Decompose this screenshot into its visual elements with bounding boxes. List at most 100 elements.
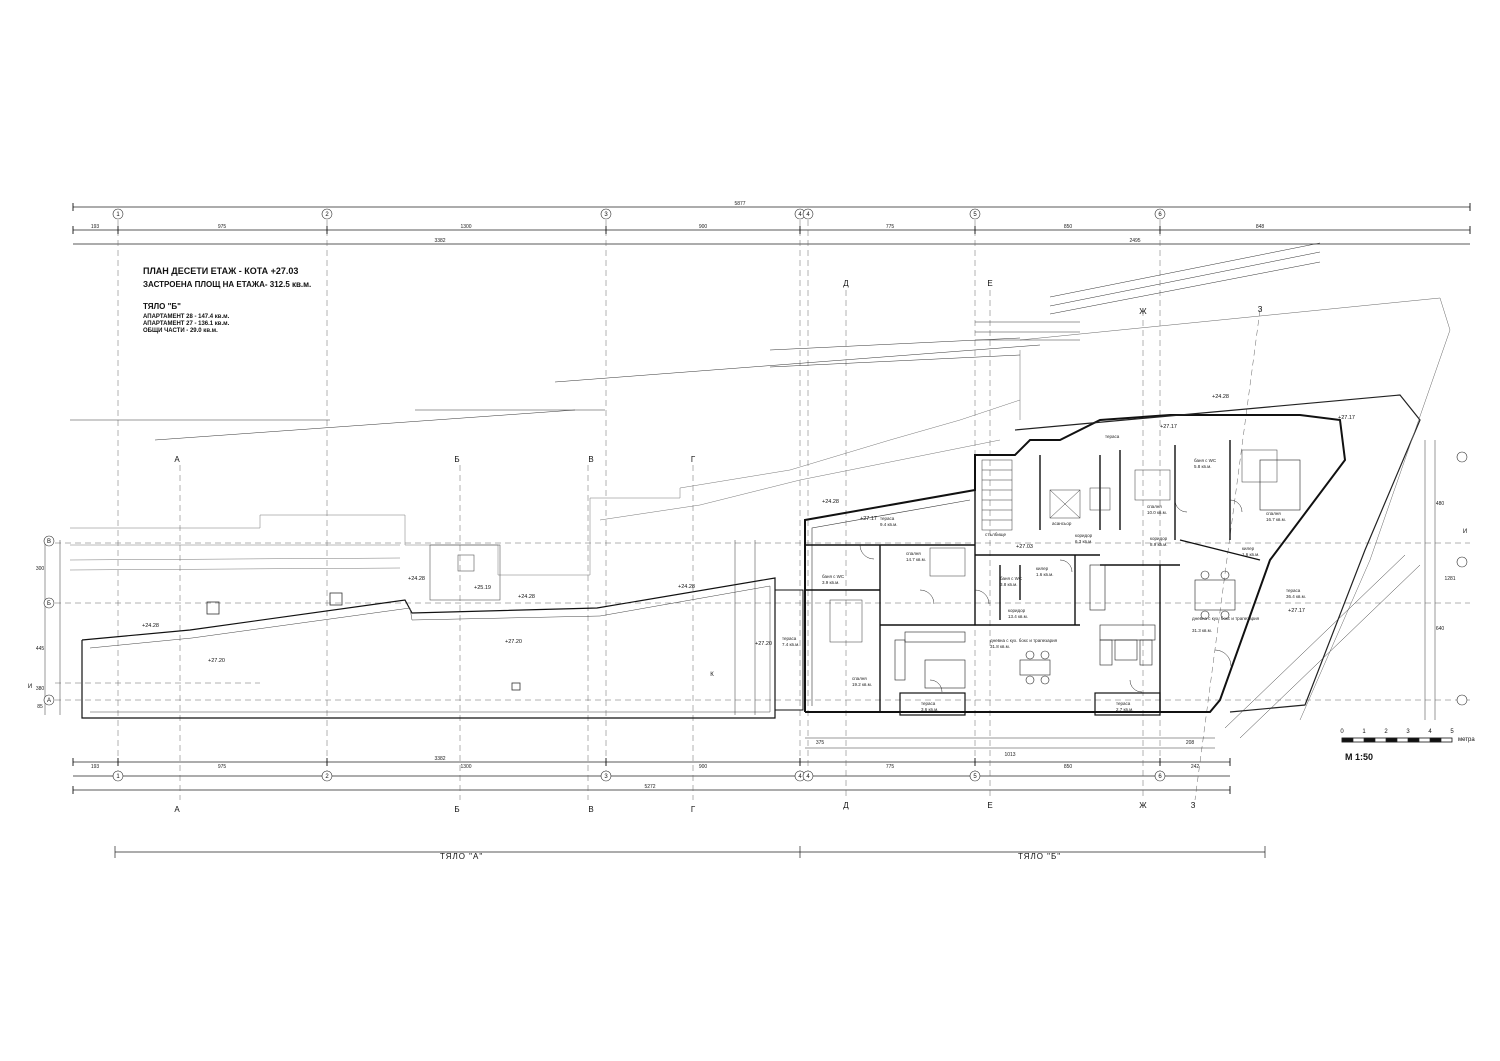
- room-name: тераса: [921, 701, 936, 706]
- body-a-label: ТЯЛО "А": [440, 852, 484, 861]
- room-name: тераса: [1105, 434, 1120, 439]
- roof-structure: [429, 544, 501, 601]
- room-area: 5.8 кв.м.: [1194, 464, 1211, 469]
- level-marker: +24.28: [678, 584, 695, 590]
- axis-row-v-label: В: [47, 539, 51, 545]
- room-area: 14.7 кв.м.: [906, 557, 926, 562]
- dim-overall-bottom: 5272: [644, 784, 655, 790]
- plan-title: ПЛАН ДЕСЕТИ ЕТАЖ - КОТА +27.03: [143, 266, 299, 276]
- axis-2-label: 2: [325, 212, 329, 218]
- dim-bottom-total: 3382: [434, 756, 445, 762]
- axis-v-label-bottom: В: [588, 805, 593, 814]
- dim-bottom-seg: 242: [1191, 764, 1200, 770]
- room-area: 7.4 кв.м.: [782, 642, 799, 647]
- dim-overall-top: 5877: [734, 201, 745, 207]
- axis-z-label-bottom: З: [1191, 801, 1196, 810]
- scale-tick: 1: [1362, 729, 1366, 735]
- dim-right: 1281: [1444, 576, 1455, 582]
- axis-d-label: Д: [843, 279, 849, 288]
- dim-right: 480: [1436, 501, 1445, 507]
- level-marker: +27.17: [1160, 424, 1177, 430]
- dim-top-total-a: 3382: [434, 238, 445, 244]
- room-name: дневна с кух. бокс и трапезария: [1192, 616, 1260, 621]
- dim-bottom-seg: 193: [91, 764, 100, 770]
- elevator-shaft: [1049, 489, 1081, 519]
- dim-top-seg: 975: [218, 224, 227, 230]
- dim-top-seg: 848: [1256, 224, 1265, 230]
- area-summary: АПАРТАМЕНТ 28 - 147.4 кв.м. АПАРТАМЕНТ 2…: [143, 314, 229, 335]
- axis-row-b-label: Б: [47, 601, 51, 607]
- balcony-2: [1094, 692, 1161, 716]
- apartment-28-area: АПАРТАМЕНТ 28 - 147.4 кв.м.: [143, 314, 230, 320]
- room-area: 2.7 кв.м.: [1116, 707, 1133, 712]
- room-name: баня с WC: [1194, 458, 1217, 463]
- room-name: коридор: [1150, 536, 1168, 541]
- axis-6-label: 6: [1158, 212, 1162, 218]
- room-area: 3.6 кв.м.: [921, 707, 938, 712]
- room-name: коридор: [1075, 533, 1093, 538]
- section-i-label: И: [28, 684, 32, 690]
- section-k-label: К: [710, 672, 714, 678]
- axis-3-label-bottom: 3: [604, 774, 608, 780]
- dim-bottom-seg: 1300: [460, 764, 471, 770]
- room-name: стълбище: [985, 532, 1006, 537]
- axis-row-a-label: А: [47, 698, 51, 704]
- outer-terrace-outline: [1014, 394, 1421, 713]
- room-name: тераса: [1286, 588, 1301, 593]
- room-area: 8.9 кв.м.: [1150, 542, 1167, 547]
- dim-inner: 208: [1186, 740, 1195, 746]
- dim-bottom-seg: 900: [699, 764, 708, 770]
- scale-tick: 3: [1406, 729, 1410, 735]
- axis-4a-label-bottom: 4: [798, 774, 802, 780]
- room-name: тераса: [880, 516, 895, 521]
- dim-left: 300: [36, 566, 45, 572]
- dim-top-seg: 1300: [460, 224, 471, 230]
- section-i-label-right: И: [1463, 529, 1467, 535]
- level-marker: +24.28: [822, 499, 839, 505]
- apartment-27-area: АПАРТАМЕНТ 27 - 136.1 кв.м.: [143, 321, 230, 327]
- axis-g-label: Г: [691, 455, 696, 464]
- axis-2-label-bottom: 2: [325, 774, 329, 780]
- dim-left: 445: [36, 646, 45, 652]
- room-area: 1.6 кв.м.: [1036, 572, 1053, 577]
- room-area: 13.4 кв.м.: [1008, 614, 1028, 619]
- scale-tick: 0: [1340, 729, 1344, 735]
- dim-left: 85: [37, 704, 43, 710]
- dim-top-seg: 850: [1064, 224, 1073, 230]
- axis-g-label-bottom: Г: [691, 805, 696, 814]
- room-name: баня с WC: [1000, 576, 1023, 581]
- scale-unit: метра: [1458, 737, 1475, 743]
- roof-vent-2: [329, 592, 343, 606]
- axis-zh-label-bottom: Ж: [1139, 801, 1147, 810]
- dim-inner: 375: [816, 740, 825, 746]
- level-marker: +27.17: [860, 516, 877, 522]
- common-parts-area: ОБЩИ ЧАСТИ - 29.0 кв.м.: [143, 328, 218, 334]
- axis-z-label: З: [1258, 305, 1263, 314]
- dim-right: 640: [1436, 626, 1445, 632]
- axis-v-label: В: [588, 455, 593, 464]
- roof-vent-1: [206, 601, 220, 615]
- axis-zh-label: Ж: [1139, 307, 1147, 316]
- level-marker: +24.28: [408, 576, 425, 582]
- room-area: 10.0 кв.м.: [1147, 510, 1167, 515]
- dim-inner: 1013: [1004, 752, 1015, 758]
- level-marker: +27.03: [1016, 544, 1033, 550]
- room-area: 3.9 кв.м.: [822, 580, 839, 585]
- room-name: тераса: [1116, 701, 1131, 706]
- room-area: 36.4 кв.м.: [1286, 594, 1306, 599]
- dim-bottom-seg: 775: [886, 764, 895, 770]
- scale-bar: [1341, 737, 1453, 743]
- axis-5-label-bottom: 5: [973, 774, 977, 780]
- room-area: 16.7 кв.м.: [1266, 517, 1286, 522]
- level-marker: +27.20: [755, 641, 772, 647]
- axis-a-label: А: [174, 455, 180, 464]
- axis-e-label: Е: [987, 279, 992, 288]
- room-area: 6.3 кв.м.: [1075, 539, 1092, 544]
- built-area-title: ЗАСТРОЕНА ПЛОЩ НА ЕТАЖА- 312.5 кв.м.: [143, 280, 312, 289]
- axis-4b-label: 4: [806, 212, 810, 218]
- axis-3-label: 3: [604, 212, 608, 218]
- terrace-west: [774, 589, 804, 711]
- room-name: спалня: [1266, 511, 1281, 516]
- body-b-label: ТЯЛО "Б": [1018, 852, 1062, 861]
- dim-bottom-seg: 975: [218, 764, 227, 770]
